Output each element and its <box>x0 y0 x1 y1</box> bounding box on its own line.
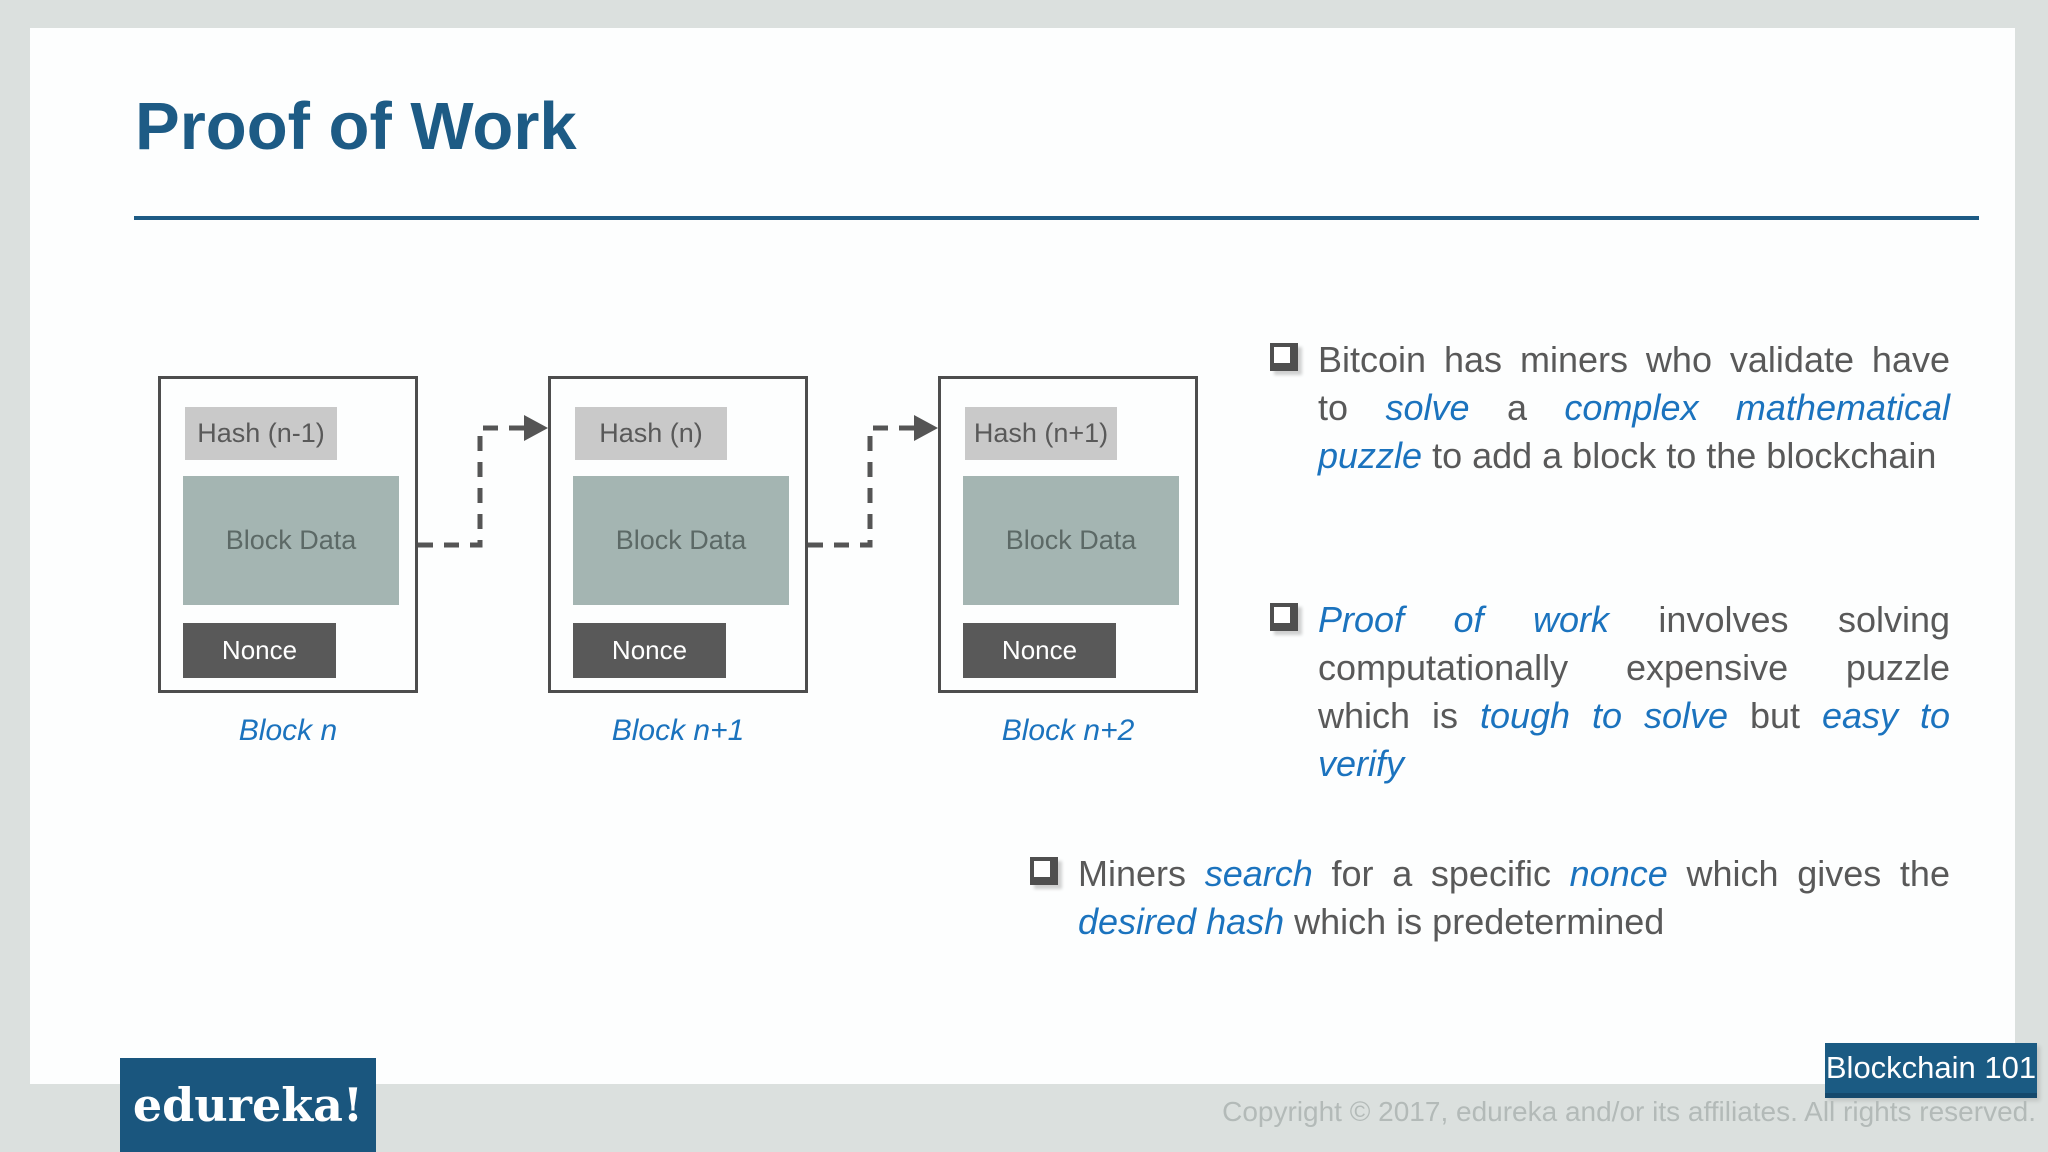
plain-text: but <box>1728 695 1822 736</box>
plain-text: for a specific <box>1312 853 1570 894</box>
plain-text: involves solving computationally expensi… <box>1318 599 1950 736</box>
block-data-box: Block Data <box>183 476 399 605</box>
block-caption: Block n <box>238 714 338 747</box>
plain-text: Miners <box>1078 853 1205 894</box>
checkbox-bullet-icon <box>1030 857 1058 885</box>
emphasis-text: desired hash <box>1078 901 1285 942</box>
bullet-item: Proof of work involves solving computati… <box>1270 596 1950 788</box>
arrowhead-icon <box>524 415 548 441</box>
bullet-text: Proof of work involves solving computati… <box>1318 596 1950 788</box>
emphasis-text: tough to solve <box>1479 695 1729 736</box>
bullet-text: Bitcoin has miners who validate have to … <box>1318 336 1950 480</box>
chain-arrow-connectors <box>418 415 938 548</box>
arrowhead-icon <box>914 415 938 441</box>
plain-text: which is predetermined <box>1284 901 1665 942</box>
edureka-logo: edureka! <box>120 1058 376 1152</box>
hash-box: Hash (n) <box>575 407 727 460</box>
block-n2: Hash (n+1) Block Data Nonce <box>938 376 1198 693</box>
plain-text: to add a block to the blockchain <box>1422 435 1937 476</box>
emphasis-text: complex mathematical puzzle <box>1318 387 1950 476</box>
plain-text: Bitcoin has miners who validate have to <box>1318 339 1950 428</box>
nonce-box: Nonce <box>183 623 336 678</box>
bullet-item: Bitcoin has miners who validate have to … <box>1270 336 1950 480</box>
checkbox-bullet-icon <box>1270 603 1298 631</box>
bullet-text: Miners search for a specific nonce which… <box>1078 850 1950 946</box>
slide-card: Proof of Work Hash (n-1) Block Data Nonc… <box>30 28 2037 1098</box>
plain-text: which gives the <box>1667 853 1950 894</box>
block-data-box: Block Data <box>573 476 789 605</box>
block-caption: Block n+1 <box>611 714 745 747</box>
checkbox-bullet-icon <box>1270 343 1298 371</box>
emphasis-text: solve <box>1385 387 1470 428</box>
title-underline <box>134 216 1979 220</box>
emphasis-text: easy to verify <box>1318 695 1950 784</box>
block-n: Hash (n-1) Block Data Nonce <box>158 376 418 693</box>
hash-box: Hash (n+1) <box>965 407 1117 460</box>
emphasis-text: nonce <box>1569 853 1668 894</box>
emphasis-text: search <box>1204 853 1313 894</box>
page-title: Proof of Work <box>135 89 577 164</box>
plain-text: a <box>1469 387 1565 428</box>
hash-box: Hash (n-1) <box>185 407 337 460</box>
emphasis-text: Proof of work <box>1318 599 1609 640</box>
block-data-box: Block Data <box>963 476 1179 605</box>
nonce-box: Nonce <box>573 623 726 678</box>
course-badge: Blockchain 101 <box>1825 1043 2037 1098</box>
copyright-text: Copyright © 2017, edureka and/or its aff… <box>1222 1096 2036 1127</box>
block-caption: Block n+2 <box>1001 714 1135 747</box>
bullet-item: Miners search for a specific nonce which… <box>1030 850 1950 946</box>
nonce-box: Nonce <box>963 623 1116 678</box>
block-n1: Hash (n) Block Data Nonce <box>548 376 808 693</box>
